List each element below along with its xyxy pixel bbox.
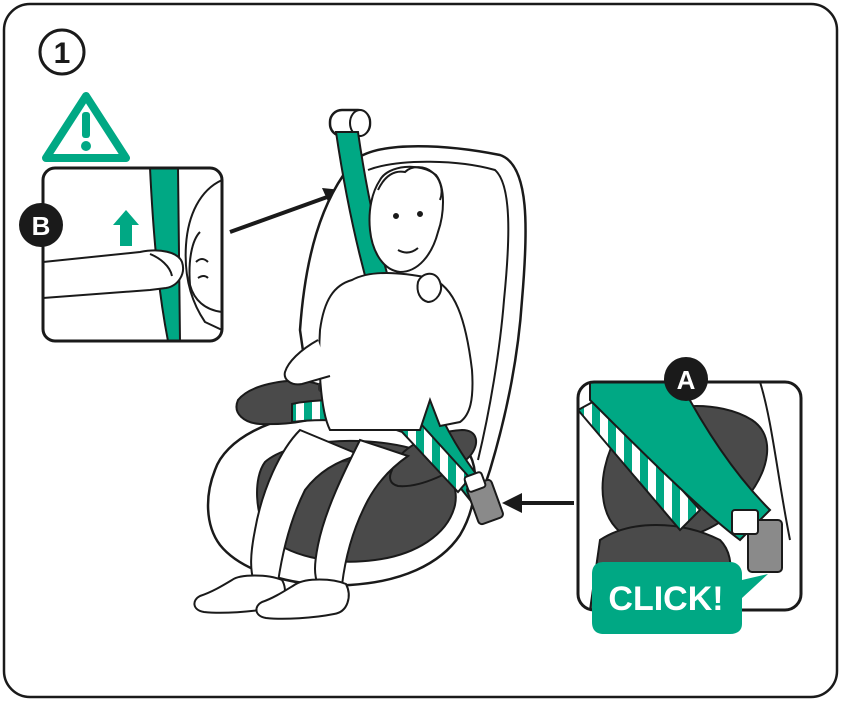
callout-b-label: B — [32, 211, 51, 241]
click-badge: CLICK! — [592, 562, 768, 634]
callout-a-badge: A — [664, 357, 708, 401]
callout-b-badge: B — [19, 203, 63, 247]
inset-b — [43, 168, 222, 341]
step-number: 1 — [40, 30, 84, 74]
step-number-text: 1 — [54, 37, 71, 70]
callout-a-label: A — [677, 365, 696, 395]
click-badge-text: CLICK! — [608, 580, 723, 618]
